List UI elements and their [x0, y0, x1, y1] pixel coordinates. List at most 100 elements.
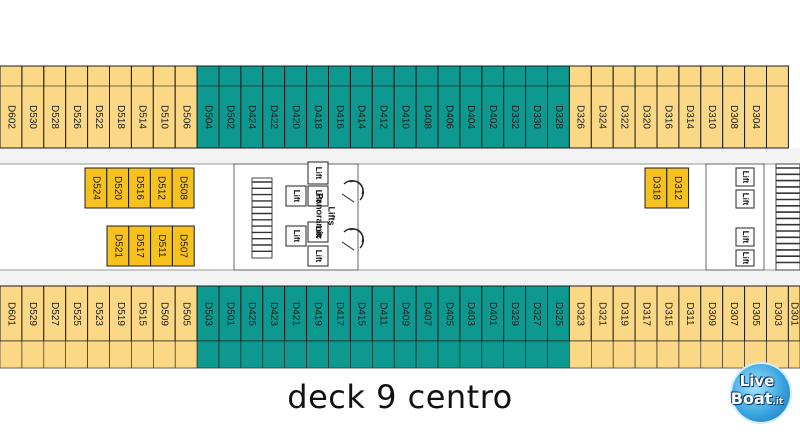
cabin-label: D518 [115, 105, 126, 129]
balcony [503, 340, 526, 369]
balcony [612, 340, 636, 369]
cabin-label: D521 [112, 234, 123, 258]
cabin-label: D508 [177, 176, 188, 200]
cabin-label: D310 [706, 105, 717, 129]
cabin-label: D405 [443, 302, 454, 326]
cabin-label: D301 [789, 302, 800, 326]
cabin-label: D415 [356, 302, 367, 326]
balcony [153, 340, 176, 369]
balcony [174, 340, 198, 369]
cabin-label: D510 [159, 105, 170, 129]
cabin-label: D523 [93, 302, 104, 326]
cabin-label: D304 [750, 105, 761, 129]
cabin [766, 65, 789, 149]
cabin-label: D519 [115, 302, 126, 326]
cabin-label: D506 [181, 105, 192, 129]
cabin-label: D311 [684, 302, 695, 326]
glass-lift-icon [341, 180, 364, 203]
balcony [21, 340, 45, 369]
cabin-label: D420 [290, 105, 301, 129]
lift-icon: Lift [307, 185, 329, 207]
lift-icon: Lift [307, 161, 329, 185]
cabin-label: D515 [137, 302, 148, 326]
lift-icon: Lift [735, 227, 755, 247]
inner-cabin [171, 167, 195, 209]
globe-icon [732, 364, 790, 422]
cabin-label: D504 [202, 105, 213, 129]
cabin-label: D527 [49, 302, 60, 326]
cabin-label: D507 [178, 234, 189, 258]
cabin-label: D416 [334, 105, 345, 129]
cabin-label: D327 [531, 302, 542, 326]
cabin-label: D404 [465, 105, 476, 129]
stairs-icon [775, 163, 800, 271]
cabin-label: D316 [662, 105, 673, 129]
cabin-label: D321 [597, 302, 608, 326]
cabin-label: D505 [181, 302, 192, 326]
balcony [547, 340, 570, 369]
cabin-label: D332 [509, 105, 520, 129]
cabin-label: D516 [134, 176, 145, 200]
cabin-label: D424 [246, 105, 257, 129]
cabin-label: D330 [531, 105, 542, 129]
cabin-label: D525 [71, 302, 82, 326]
cabin-label: D320 [640, 105, 651, 129]
lift-label: Lift [314, 167, 323, 180]
cabin-label: D512 [156, 176, 167, 200]
upper-corridor [0, 148, 800, 164]
cabin-label: D601 [5, 302, 16, 326]
cabin-label: D315 [662, 302, 673, 326]
cabin-label: D307 [728, 302, 739, 326]
cabin-label: D407 [421, 302, 432, 326]
lift-icon: Lift [285, 225, 307, 247]
lift-icon: Lift [285, 185, 307, 207]
cabin-label: D529 [27, 302, 38, 326]
balcony [218, 340, 242, 369]
balcony [65, 340, 88, 369]
cabin-label: D528 [49, 105, 60, 129]
cabin-label: D414 [356, 105, 367, 129]
cabin-label: D303 [772, 302, 783, 326]
cabin-label: D410 [400, 105, 411, 129]
cabin-label: D305 [750, 302, 761, 326]
deck-title: deck 9 centro [287, 378, 513, 416]
cabin-label: D423 [268, 302, 279, 326]
balcony [766, 65, 789, 87]
balcony [328, 340, 351, 369]
cabin-label: D422 [268, 105, 279, 129]
cabin-label: D511 [156, 234, 167, 258]
balcony [678, 340, 702, 369]
lift-icon: Lift [735, 167, 755, 187]
lift-label: Lift [314, 190, 323, 203]
liveboat-logo: Live Boat.it [718, 358, 796, 434]
panoramic-label: Panoramic [315, 193, 325, 239]
balcony [415, 340, 439, 369]
lift-icon: Lift [735, 249, 755, 267]
balcony [393, 340, 417, 369]
cabin-label: D514 [137, 105, 148, 129]
balcony [590, 340, 614, 369]
cabin-label: D524 [90, 176, 101, 200]
cabin-label: D309 [706, 302, 717, 326]
cabin-label: D602 [5, 105, 16, 129]
cabin-label: D409 [400, 302, 411, 326]
cabin-label: D403 [465, 302, 476, 326]
balcony [569, 340, 592, 369]
cabin-label: D502 [224, 105, 235, 129]
lift-label: Lift [741, 231, 750, 244]
cabin-label: D322 [619, 105, 630, 129]
cabin-label: D323 [575, 302, 586, 326]
cabin-label: D503 [202, 302, 213, 326]
balcony [371, 340, 395, 369]
lifts-label: Lifts [327, 207, 337, 226]
cabin-label: D509 [159, 302, 170, 326]
balcony [656, 340, 680, 369]
cabin-label: D314 [684, 105, 695, 129]
lower-corridor [0, 270, 800, 286]
lift-icon: Lift [307, 221, 329, 243]
lift-label: Lift [292, 230, 301, 243]
